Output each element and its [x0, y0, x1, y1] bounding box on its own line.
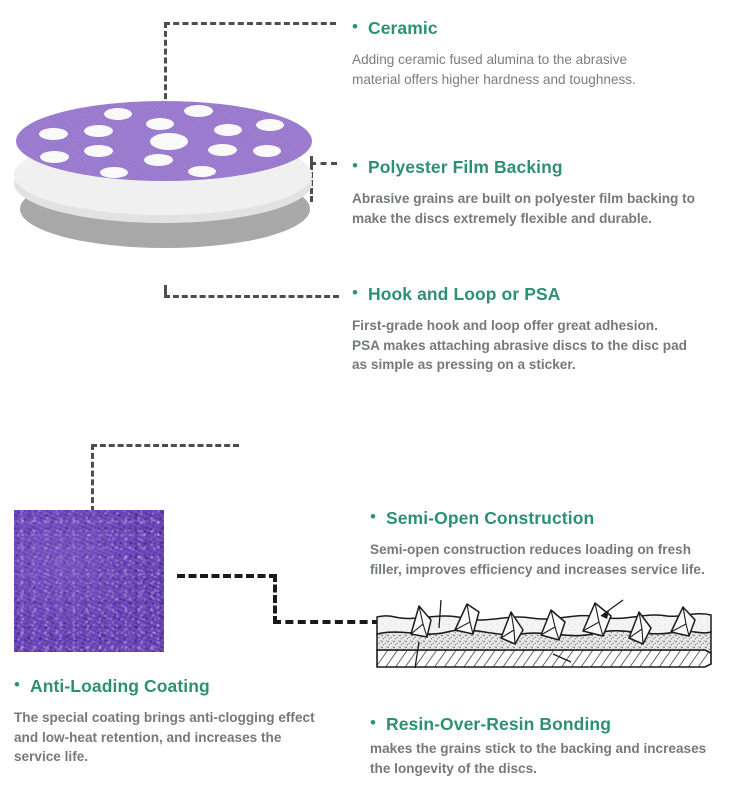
- disc-hole: [188, 166, 216, 177]
- feature-polyester-heading: • Polyester Film Backing: [352, 157, 744, 178]
- feature-antiloading-title: Anti-Loading Coating: [29, 676, 210, 696]
- connector-anti-loading-horizontal: [91, 444, 239, 447]
- coating-grain-overlay: [14, 510, 164, 652]
- disc-hole: [84, 125, 113, 137]
- feature-resin-title: Resin-Over-Resin Bonding: [385, 714, 612, 734]
- disc-hole: [144, 154, 173, 166]
- feature-semiopen-heading: • Semi-Open Construction: [370, 508, 745, 529]
- disc-hole-center: [150, 133, 188, 150]
- feature-hook-body: First-grade hook and loop offer great ad…: [352, 318, 687, 373]
- disc-hole: [184, 105, 213, 117]
- feature-antiloading-heading: • Anti-Loading Coating: [14, 676, 364, 697]
- connector-semiopen-vertical: [273, 574, 277, 624]
- abrasive-disc-illustration: [8, 95, 338, 280]
- bullet-icon: •: [14, 675, 20, 694]
- disc-hole: [39, 128, 68, 140]
- feature-semiopen-title: Semi-Open Construction: [385, 508, 595, 528]
- connector-semiopen-horizontal-lower: [273, 620, 380, 624]
- feature-ceramic: • Ceramic Adding ceramic fused alumina t…: [352, 18, 732, 89]
- disc-hole: [253, 145, 281, 157]
- feature-resin-over-resin-bonding: • Resin-Over-Resin Bonding makes the gra…: [370, 714, 745, 778]
- bullet-icon: •: [370, 713, 376, 732]
- disc-hole: [100, 167, 128, 178]
- feature-resin-body: makes the grains stick to the backing an…: [370, 741, 707, 776]
- feature-polyester-title: Polyester Film Backing: [367, 157, 563, 177]
- feature-antiloading-body: The special coating brings anti-clogging…: [14, 710, 315, 765]
- coating-grain-texture: [14, 510, 164, 652]
- feature-semi-open-construction: • Semi-Open Construction Semi-open const…: [370, 508, 745, 579]
- bullet-icon: •: [352, 283, 358, 302]
- feature-ceramic-heading: • Ceramic: [352, 18, 732, 39]
- disc-hole: [214, 124, 242, 136]
- feature-hook-heading: • Hook and Loop or PSA: [352, 284, 744, 305]
- feature-polyester-film-backing: • Polyester Film Backing Abrasive grains…: [352, 157, 744, 228]
- cross-section-svg: [376, 599, 712, 669]
- abrasive-cross-section-illustration: [375, 598, 720, 670]
- feature-resin-heading: • Resin-Over-Resin Bonding: [370, 714, 745, 735]
- disc-hole: [146, 118, 174, 130]
- connector-ceramic-horizontal: [164, 22, 336, 25]
- bullet-icon: •: [352, 17, 358, 36]
- feature-ceramic-body: Adding ceramic fused alumina to the abra…: [352, 52, 636, 87]
- disc-hole: [256, 119, 284, 131]
- anti-loading-coating-swatch: [14, 510, 164, 652]
- feature-hook-title: Hook and Loop or PSA: [367, 284, 561, 304]
- disc-hole: [84, 145, 113, 157]
- connector-ceramic-vertical: [164, 22, 167, 108]
- feature-semiopen-body: Semi-open construction reduces loading o…: [370, 542, 705, 577]
- connector-hook-vertical: [164, 285, 167, 297]
- connector-anti-loading-vertical: [91, 444, 94, 512]
- connector-polyester-horizontal: [310, 162, 337, 165]
- feature-hook-and-loop-or-psa: • Hook and Loop or PSA First-grade hook …: [352, 284, 744, 375]
- feature-polyester-body: Abrasive grains are built on polyester f…: [352, 191, 695, 226]
- bullet-icon: •: [352, 156, 358, 175]
- bullet-icon: •: [370, 507, 376, 526]
- disc-hole: [208, 144, 237, 156]
- feature-anti-loading-coating: • Anti-Loading Coating The special coati…: [14, 676, 364, 767]
- connector-hook-horizontal: [164, 295, 339, 298]
- disc-hole: [40, 151, 69, 163]
- connector-semiopen-horizontal-upper: [177, 574, 277, 578]
- disc-layer-abrasive-face: [16, 101, 312, 181]
- disc-hole: [104, 108, 132, 120]
- feature-ceramic-title: Ceramic: [367, 18, 438, 38]
